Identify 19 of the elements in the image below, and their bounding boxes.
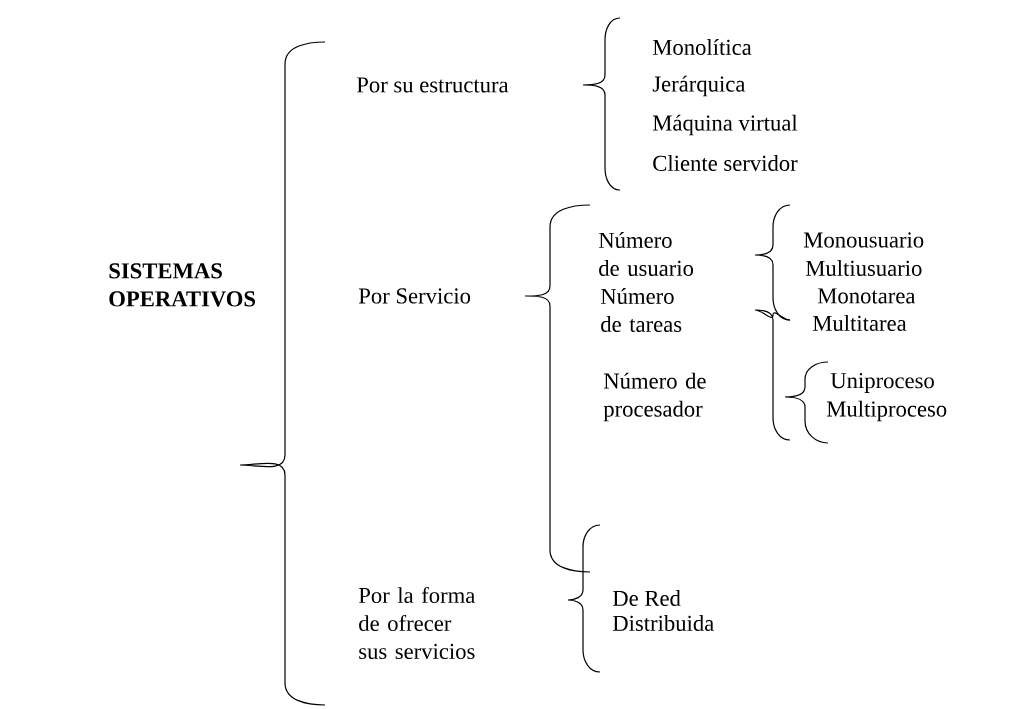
- term-label: Distribuida: [612, 615, 714, 631]
- term-label: Por la forma de ofrecer sus servicios: [358, 586, 476, 660]
- term-label: Número de tareas: [600, 288, 682, 332]
- term-label: Cliente servidor: [653, 155, 798, 171]
- term-label: Por su estructura: [356, 77, 509, 93]
- term-label: Multiusuario: [805, 260, 922, 276]
- term-label: Por Servicio: [358, 288, 471, 304]
- term-label: De Red: [612, 590, 681, 606]
- term-label: Uniproceso: [830, 373, 934, 393]
- term-label: Número de usuario: [598, 232, 694, 276]
- term-label: Multitarea: [812, 315, 907, 331]
- term-label: Jerárquica: [652, 75, 746, 97]
- term-label: Multiproceso: [826, 400, 947, 422]
- term-label: Número de procesador: [603, 372, 706, 422]
- term-label: Monolítica: [652, 39, 752, 55]
- term-label: Máquina virtual: [652, 114, 798, 136]
- term-label: Monousuario: [803, 232, 924, 248]
- term-label: SISTEMAS OPERATIVOS: [109, 263, 256, 307]
- term-label: Monotarea: [817, 288, 916, 304]
